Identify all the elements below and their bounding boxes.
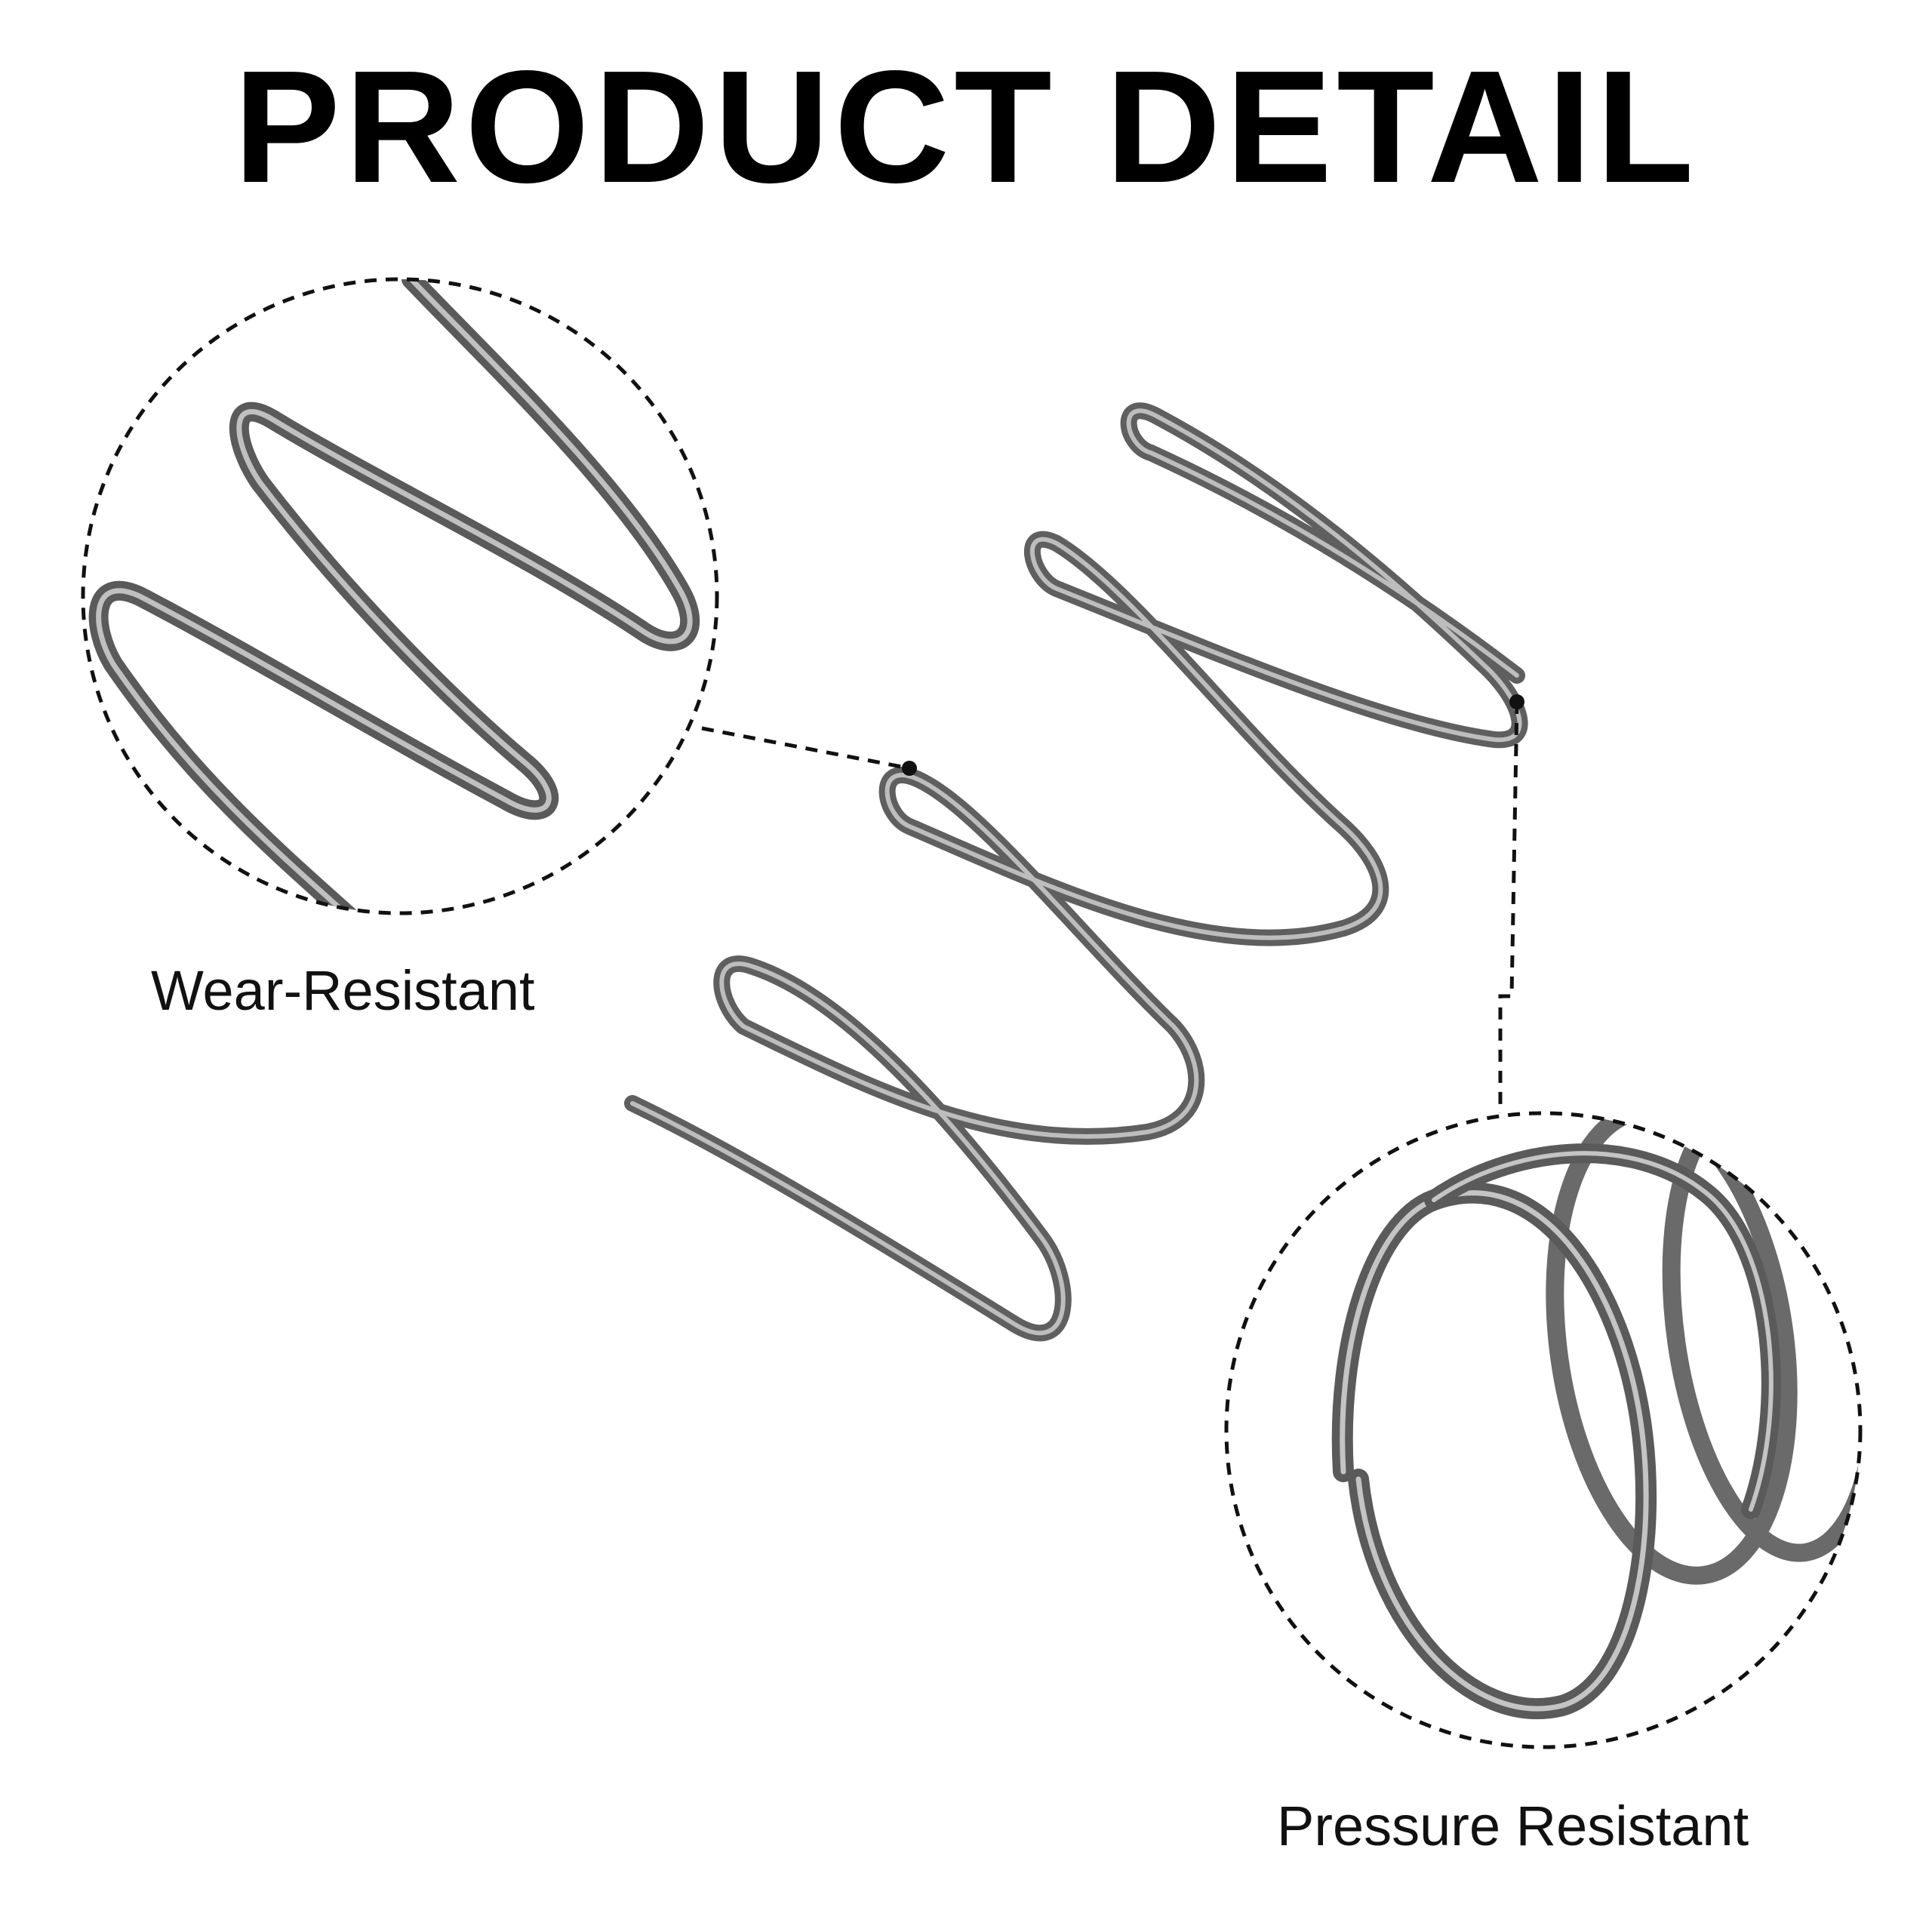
wear-resistant-label: Wear-Resistant: [151, 959, 535, 1022]
connector-dot-wear: [902, 761, 917, 776]
page-title: PRODUCT DETAIL: [233, 37, 1699, 216]
wear-detail-zoom-icon: [81, 277, 719, 915]
connector-dot-pressure: [1509, 694, 1524, 709]
spring-main-icon: [624, 402, 1528, 1342]
pressure-resistant-label: Pressure Resistant: [1277, 1795, 1749, 1857]
pressure-detail-zoom-icon: [1224, 1111, 1863, 1749]
connector-lines: [701, 701, 1519, 1113]
